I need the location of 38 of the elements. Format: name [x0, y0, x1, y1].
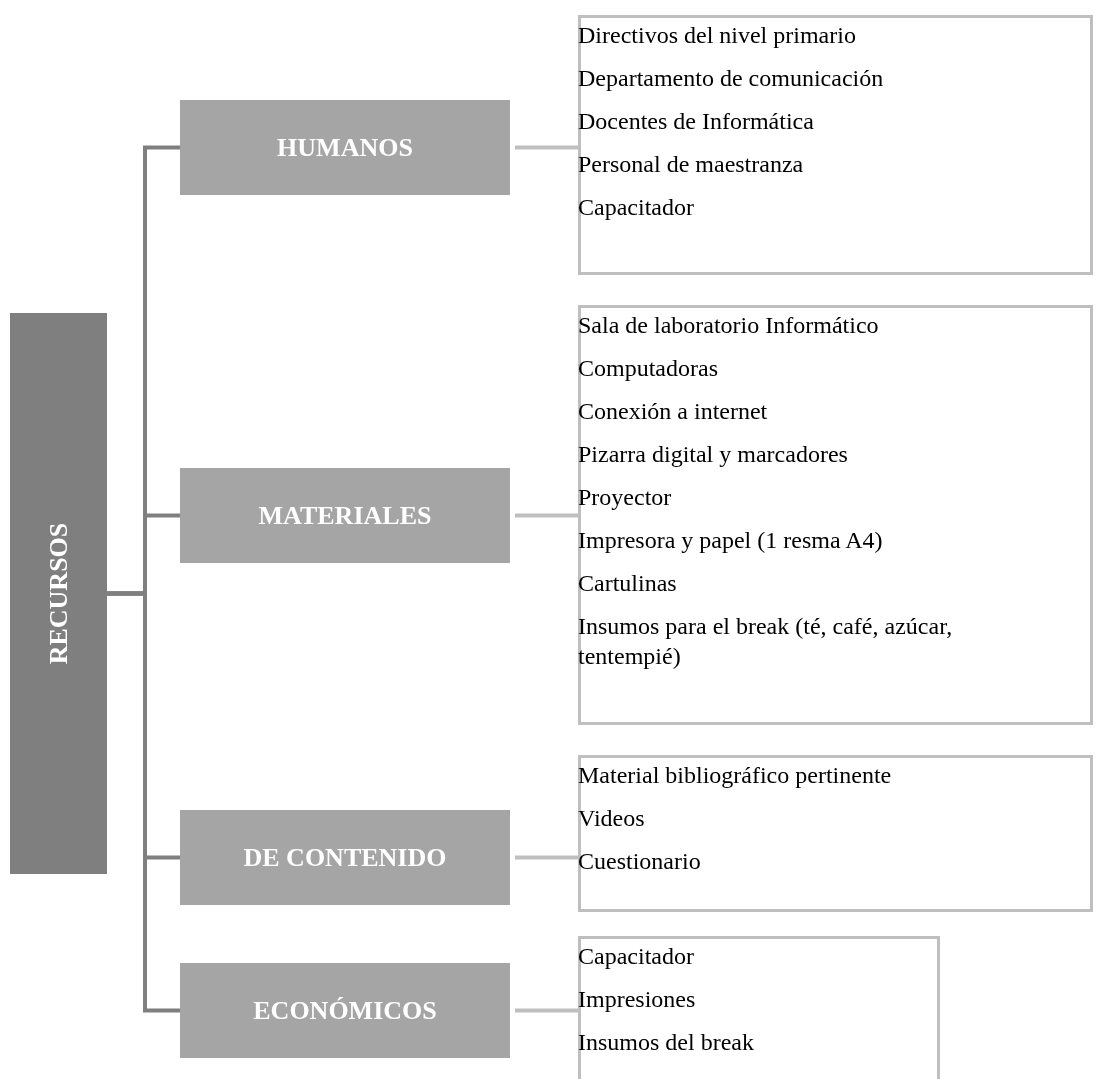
list-item: Cuestionario [578, 847, 702, 876]
list-item: Proyector [578, 483, 673, 512]
list-item: Material bibliográfico pertinente [578, 761, 893, 790]
list-item: Sala de laboratorio Informático [578, 311, 880, 340]
category-box [180, 468, 510, 563]
category-box [10, 313, 107, 874]
list-item: Insumos del break [578, 1028, 755, 1057]
list-box [578, 755, 1093, 912]
box-title: ECONÓMICOS [253, 995, 437, 1027]
list-item: Conexión a internet [578, 397, 769, 426]
connector-line [515, 855, 578, 860]
list-item: Departamento de comunicación [578, 64, 885, 93]
connector-line [515, 1008, 578, 1013]
list-item: Insumos para el break (té, café, azúcar, tentempié) [578, 612, 954, 671]
list-item: Pizarra digital y marcadores [578, 440, 849, 469]
list-item: Impresiones [578, 985, 697, 1014]
list-item: Impresora y papel (1 resma A4) [578, 526, 884, 555]
box-title: HUMANOS [277, 132, 413, 164]
connector-line [515, 513, 578, 518]
category-box [180, 810, 510, 905]
list-box [578, 936, 940, 1079]
list-item: Personal de maestranza [578, 150, 805, 179]
connector-line [107, 591, 180, 1013]
box-title: DE CONTENIDO [243, 842, 447, 874]
list-item: Docentes de Informática [578, 107, 815, 136]
list-item: Capacitador [578, 193, 695, 222]
list-item: Computadoras [578, 354, 719, 383]
list-box [578, 305, 1093, 725]
list-item: Directivos del nivel primario [578, 21, 857, 50]
connector-line [515, 145, 578, 150]
list-item: Capacitador [578, 942, 695, 971]
category-box [180, 963, 510, 1058]
category-box [180, 100, 510, 195]
box-title: RECURSOS [43, 522, 74, 665]
list-item: Cartulinas [578, 569, 678, 598]
list-box [578, 15, 1093, 275]
box-title: MATERIALES [258, 500, 432, 532]
list-item: Videos [578, 804, 646, 833]
